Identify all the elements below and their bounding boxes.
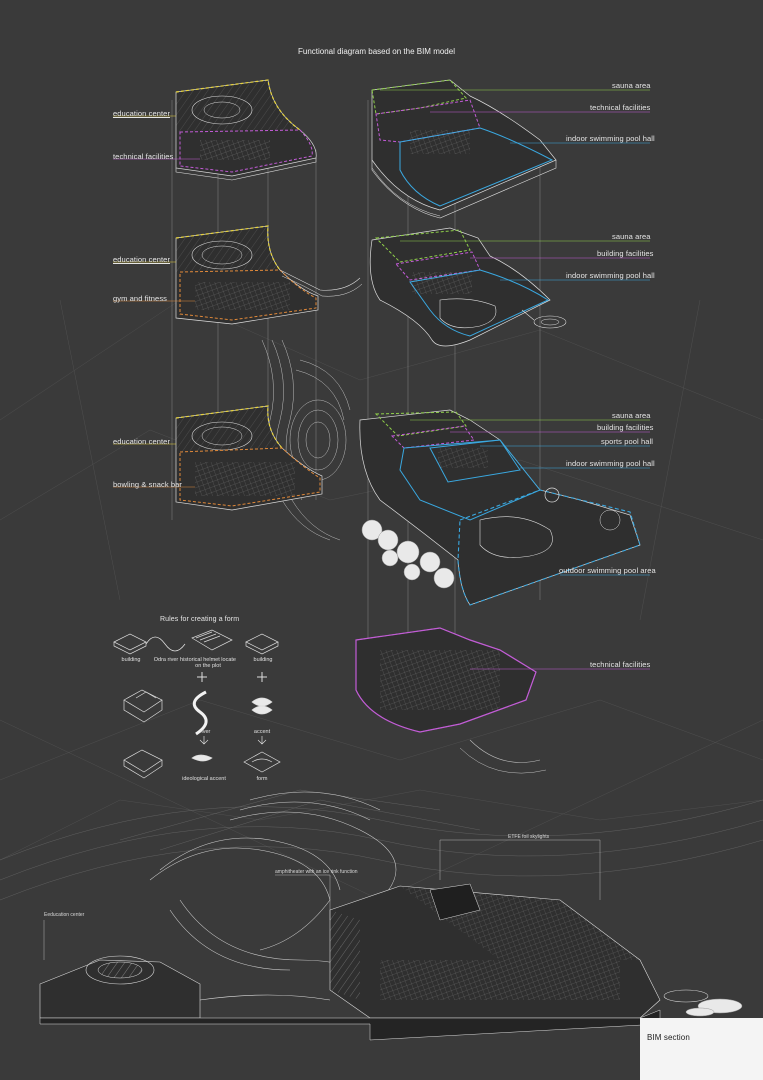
left-plan-level-1 — [175, 79, 317, 181]
left-plan-level-3 — [175, 405, 323, 511]
label-indoor-pool-1: indoor swimming pool hall — [566, 134, 655, 143]
diagram-title: Functional diagram based on the BIM mode… — [298, 47, 455, 56]
rule-label-river: river — [199, 729, 211, 735]
label-sports-pool-hall: sports pool hall — [601, 437, 654, 446]
rule-label-historical-helmet: historical helmet locate on the plot — [180, 657, 236, 669]
label-sauna-area-2: sauna area — [612, 232, 651, 241]
label-sauna-area-1: sauna area — [612, 81, 651, 90]
label-technical-facilities-right: technical facilities — [590, 103, 651, 112]
label-education-center-2: education center — [113, 255, 171, 264]
leader-lines — [113, 89, 650, 670]
label-indoor-pool-3: indoor swimming pool hall — [566, 459, 655, 468]
label-technical-facilities-left: technical facilities — [113, 152, 174, 161]
section-title: BIM section — [647, 1033, 690, 1042]
label-education-center-1: education center — [113, 109, 171, 118]
rule-label-ideological-accent: ideological accent — [182, 776, 226, 782]
right-plan-level-1 — [371, 79, 557, 219]
section-annotation-education: Eeducation center — [44, 912, 85, 918]
left-plan-level-2 — [175, 225, 363, 325]
background-wireframe — [0, 299, 763, 901]
rule-label-building-2: building — [253, 657, 273, 663]
label-bowling-snack-bar: bowling & snack bar — [113, 480, 183, 489]
rules-icons — [113, 629, 281, 779]
label-technical-facilities-bottom: technical facilities — [590, 660, 651, 669]
rule-label-building-1: building — [121, 657, 141, 663]
label-gym-and-fitness: gym and fitness — [113, 294, 168, 303]
label-indoor-pool-2: indoor swimming pool hall — [566, 271, 655, 280]
rules-title: Rules for creating a form — [160, 616, 240, 623]
label-building-facilities-1: building facilities — [597, 249, 654, 258]
right-plan-level-4 — [355, 627, 547, 774]
label-building-facilities-2: building facilities — [597, 423, 654, 432]
rule-label-odra-river: Odra river — [153, 657, 179, 663]
section-annotation-skylights: ETFE foil skylights — [508, 834, 550, 840]
label-outdoor-pool: outdoor swimming pool area — [559, 566, 656, 575]
rule-label-accent: accent — [253, 729, 271, 735]
rule-label-form: form — [256, 776, 268, 782]
trees — [361, 519, 455, 589]
right-plan-level-3 — [359, 409, 641, 606]
bim-section — [0, 789, 763, 1080]
label-education-center-3: education center — [113, 437, 171, 446]
label-sauna-area-3: sauna area — [612, 411, 651, 420]
section-annotation-amphitheater: amphitheater with an ice rink function — [275, 869, 358, 875]
right-plan-level-2 — [369, 227, 567, 347]
vertical-guides — [171, 100, 541, 720]
